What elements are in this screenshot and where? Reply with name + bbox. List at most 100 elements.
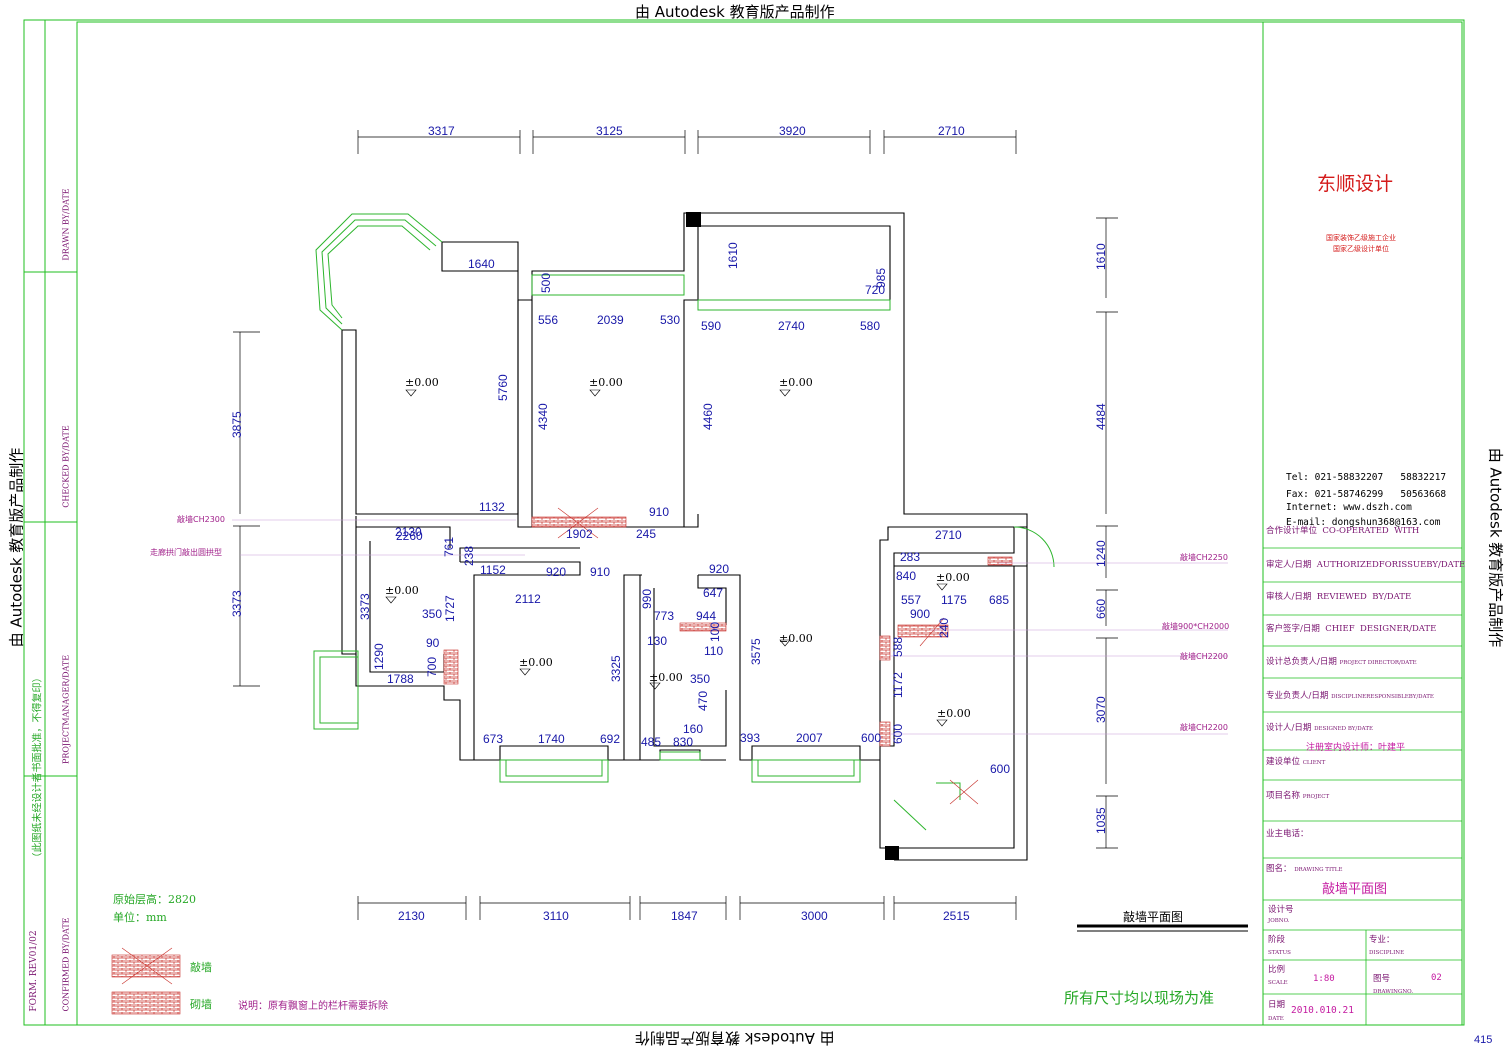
instruction-note: 说明：原有飘窗上的栏杆需要拆除 [238, 1001, 388, 1012]
dim-interior: 990 [640, 588, 654, 609]
company-email: E-mail: dongshun368@163.com [1286, 517, 1441, 528]
dim-interior: 3575 [749, 638, 763, 665]
tb-row-disc-cn: 专业负责人/日期 [1266, 691, 1329, 701]
dim-interior: 830 [673, 735, 694, 749]
tb-discipline-cn: 专业： [1369, 935, 1395, 945]
dim-interior: 920 [546, 565, 567, 579]
dim-right: 660 [1094, 598, 1108, 619]
legend-build-label: 砌墙 [190, 998, 212, 1011]
dim-interior: 692 [600, 732, 621, 746]
tb-scale: 比例 SCALE [1268, 964, 1288, 990]
dim-bottom: 2515 [943, 909, 970, 923]
dim-interior: 2039 [597, 313, 624, 327]
dim-interior: 1290 [372, 643, 386, 670]
annotation-leaders [232, 519, 1228, 735]
tb-row-phone: 业主电话： [1266, 829, 1309, 839]
tb-status: 阶段 STATUS [1268, 934, 1291, 960]
dim-interior: 1640 [468, 257, 495, 271]
dim-interior: 1132 [479, 500, 505, 514]
tb-scale-value: 1:80 [1313, 974, 1335, 984]
tb-row-title-cn: 图名： [1266, 864, 1292, 874]
strip-form: FORM. REV01/02 [29, 930, 39, 1012]
elevation-triangles [385, 389, 948, 727]
tb-discipline-en: DISCIPLINE [1369, 950, 1405, 956]
tb-drawing-title: 敲墙平面图 [1322, 882, 1388, 897]
tb-row-proj: 项目名称 PROJECT [1266, 789, 1329, 801]
dim-interior: 130 [647, 634, 668, 648]
dim-interior: 590 [701, 319, 722, 333]
dimension-lines [233, 130, 1118, 920]
dim-interior: 910 [590, 565, 611, 579]
tb-row-unit: 建设单位 CLIENT [1266, 755, 1325, 767]
site-note: 所有尺寸均以现场为准 [1064, 989, 1215, 1007]
tb-row-pd-en: PROJECT DIRECTOR/DATE [1339, 660, 1417, 666]
dim-bottom: 3110 [543, 909, 569, 923]
dim-interior: 5760 [496, 374, 510, 401]
dim-interior: 1610 [726, 242, 740, 269]
tb-drawno-cn: 图号 [1373, 974, 1391, 984]
tb-jobno: 设计号 JOBNO. [1268, 905, 1294, 927]
company-name: 东顺设计 [1317, 173, 1394, 195]
tb-row-disc: 专业负责人/日期 DISCIPLINERESPONSIBLEBY/DATE [1266, 689, 1434, 701]
tb-date-en: DATE [1268, 1016, 1284, 1022]
tb-status-cn: 阶段 [1268, 935, 1286, 945]
dim-interior: 100 [708, 621, 722, 642]
tb-drawno-en: DRAWINGNO. [1373, 989, 1414, 995]
bay-windows [313, 213, 1055, 831]
elevation-mark: ±0.00 [649, 671, 683, 684]
dim-interior: 2130 [395, 525, 422, 539]
dim-top: 3920 [779, 124, 806, 138]
tb-row-client: 客户签字/日期 CHIEF DESIGNER/DATE [1266, 624, 1437, 634]
tb-row-unit-en: CLIENT [1302, 760, 1326, 766]
dim-right: 3070 [1094, 696, 1108, 723]
dim-top: 2710 [938, 124, 965, 138]
dim-interior: 1902 [566, 527, 593, 541]
dim-right: 4484 [1094, 403, 1108, 430]
dim-interior: 485 [641, 735, 662, 749]
dim-interior: 580 [860, 319, 881, 333]
dim-interior: 283 [900, 550, 921, 564]
dim-interior: 600 [891, 723, 905, 744]
dim-interior: 840 [896, 569, 917, 583]
company-qual-1: 国家装饰乙级施工企业 [1326, 234, 1396, 242]
dim-interior: 647 [703, 586, 724, 600]
tb-row-pd-cn: 设计总负责人/日期 [1266, 657, 1337, 667]
dim-interior: 700 [425, 656, 439, 677]
tb-drawno: 图号 DRAWINGNO. [1373, 973, 1413, 999]
dim-interior: 4340 [536, 403, 550, 430]
dim-interior: 1152 [480, 563, 506, 577]
annotation-right-2: 敲墙900*CH2000 [1162, 622, 1230, 631]
tb-date-value: 2010.010.21 [1291, 1005, 1354, 1016]
dim-interior: 1175 [941, 593, 967, 607]
elevation-mark: ±0.00 [937, 707, 971, 720]
dim-interior: 90 [426, 636, 440, 650]
dim-interior: 110 [704, 644, 724, 658]
strip-pm: PROJECTMANAGER/DATE [61, 654, 71, 765]
dim-interior: 393 [740, 731, 761, 745]
dim-interior: 2112 [515, 592, 541, 606]
ceiling-height-note: 原始层高：2820 [113, 893, 196, 906]
corner-number: 415 [1474, 1034, 1493, 1046]
dim-interior: 350 [690, 672, 711, 686]
elevation-mark: ±0.00 [779, 376, 813, 389]
dim-interior: 350 [422, 607, 443, 621]
tb-designer: 注册室内设计师：叶建平 [1306, 743, 1406, 753]
dim-right: 1035 [1094, 807, 1108, 834]
dim-bottom: 3000 [801, 909, 828, 923]
demolition-hatches [443, 507, 1013, 805]
legend-demolish-label: 敲墙 [190, 961, 212, 974]
dim-interior: 685 [989, 593, 1010, 607]
dim-top: 3125 [596, 124, 623, 138]
annotation-left-1: 敲墙CH2300 [177, 515, 225, 524]
title-block-grid [1263, 547, 1462, 1025]
dim-interior: 773 [654, 609, 675, 623]
walls [341, 212, 1028, 861]
dim-interior: 920 [709, 562, 730, 576]
tb-row-review: 审核人/日期 REVIEWED BY/DATE [1266, 592, 1412, 602]
tb-row-title: 图名： DRAWING TITLE [1266, 862, 1342, 874]
tb-status-en: STATUS [1268, 950, 1291, 956]
elevation-mark: ±0.00 [589, 376, 623, 389]
company-qual-2: 国家乙级设计单位 [1333, 245, 1389, 253]
